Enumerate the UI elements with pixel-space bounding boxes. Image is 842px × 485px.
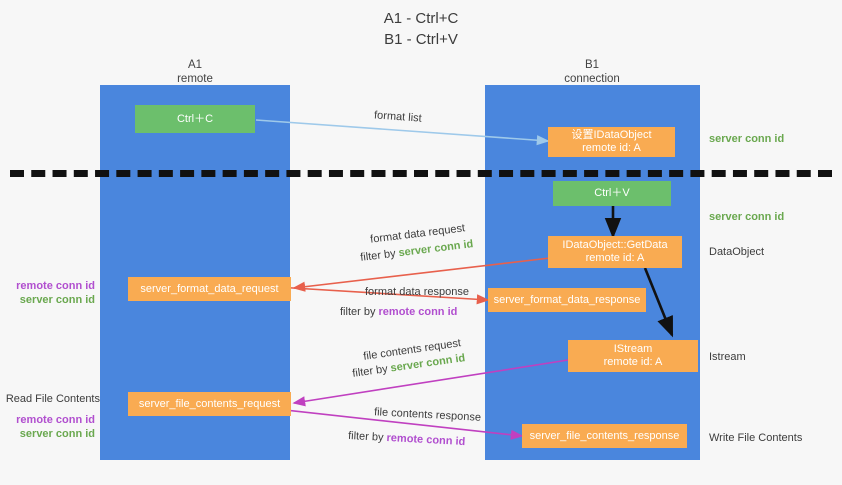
column-header-a1: A1 remote (115, 58, 275, 86)
column-header-b1-name: B1 (584, 59, 600, 71)
box-idataobject-getdata[interactable]: IDataObject::GetData remote id: A (548, 236, 682, 268)
edge-label-format-data-response: format data response (365, 286, 469, 298)
box-server-format-data-request-label: server_format_data_request (140, 282, 279, 295)
column-header-a1-name: A1 (187, 59, 203, 71)
box-idataobject-getdata-sub: remote id: A (585, 252, 645, 264)
box-server-format-data-request[interactable]: server_format_data_request (128, 277, 291, 301)
column-header-b1-sub: connection (564, 73, 620, 85)
edge-label-format-data-response-filter: filter by remote conn id (340, 305, 457, 320)
note-server-conn-id-top: server conn id (709, 133, 785, 145)
note-istream: Istream (709, 351, 746, 363)
note-data-object: DataObject (709, 246, 765, 258)
page-title: A1 - Ctrl+C B1 - Ctrl+V (383, 10, 459, 48)
filter-value-remote-conn-id: remote conn id (386, 431, 466, 449)
box-server-file-contents-response-label: server_file_contents_response (529, 429, 680, 442)
edge-label-format-list: format list (373, 109, 423, 125)
box-server-file-contents-request-label: server_file_contents_request (138, 397, 281, 410)
box-server-format-data-response[interactable]: server_format_data_response (488, 288, 646, 312)
box-ctrl-v[interactable]: Ctrl＋V (553, 181, 671, 206)
box-set-idataobject-label: 设置IDataObject (571, 129, 652, 141)
note-server-conn-id-2: server conn id (19, 428, 95, 440)
note-write-file-contents: Write File Contents (709, 432, 803, 444)
box-set-idataobject-sub: remote id: A (582, 142, 641, 154)
box-ctrl-v-label: Ctrl＋V (594, 187, 630, 199)
box-ctrl-c[interactable]: Ctrl＋C (135, 105, 255, 133)
note-server-conn-id-1: server conn id (19, 294, 95, 306)
box-istream[interactable]: IStream remote id: A (568, 340, 698, 372)
filter-prefix: filter by (351, 362, 392, 380)
box-ctrl-c-label: Ctrl＋C (176, 112, 214, 125)
box-istream-sub: remote id: A (603, 356, 663, 368)
note-server-conn-id-mid: server conn id (709, 211, 785, 223)
filter-value-remote-conn-id: remote conn id (378, 306, 458, 318)
box-server-file-contents-response[interactable]: server_file_contents_response (522, 424, 687, 448)
box-set-idataobject[interactable]: 设置IDataObject remote id: A (548, 127, 675, 157)
box-server-format-data-response-label: server_format_data_response (493, 293, 641, 306)
note-read-file-contents: Read File Contents (5, 393, 100, 405)
column-header-b1: B1 connection (512, 58, 672, 86)
box-istream-label: IStream (613, 343, 653, 355)
note-remote-conn-id-2: remote conn id (16, 414, 95, 426)
edge-label-file-contents-response: file contents response (373, 406, 482, 424)
filter-prefix: filter by (347, 429, 387, 444)
box-server-file-contents-request[interactable]: server_file_contents_request (128, 392, 291, 416)
column-header-a1-sub: remote (177, 73, 213, 85)
phase-divider (10, 170, 832, 177)
edge-label-file-contents-response-filter: filter by remote conn id (348, 429, 466, 450)
box-idataobject-getdata-label: IDataObject::GetData (562, 239, 668, 251)
filter-prefix: filter by (359, 247, 400, 264)
filter-prefix: filter by (340, 306, 379, 318)
note-remote-conn-id-1: remote conn id (16, 280, 95, 292)
